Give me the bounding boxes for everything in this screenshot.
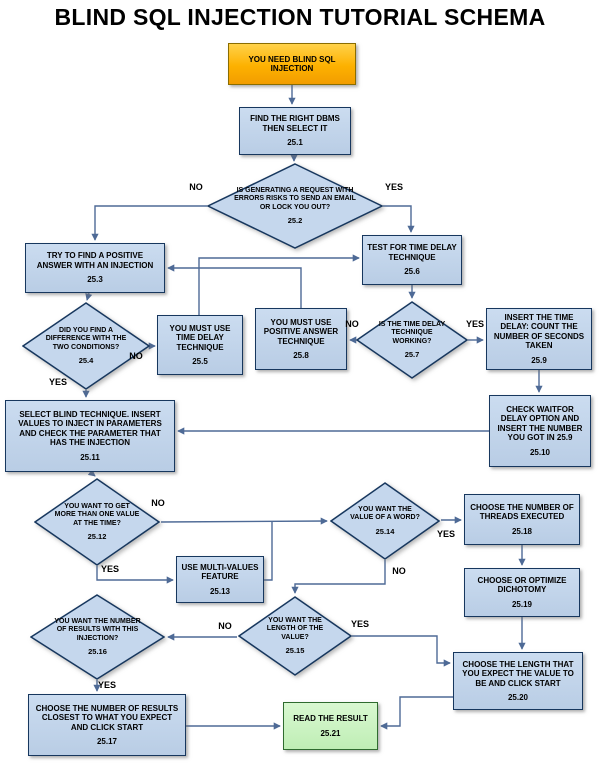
process-25-20: CHOOSE THE LENGTH THAT YOU EXPECT THE VA… <box>453 652 583 710</box>
edge-label-25-2-no: NO <box>189 182 203 192</box>
node-number: 25.16 <box>88 647 107 657</box>
edge-25-2-yes-to-25-6 <box>383 205 415 233</box>
edge-25-12-no-to-25-14 <box>160 517 328 525</box>
diamond-shape <box>207 163 383 249</box>
edge-25-20-to-25-21 <box>380 696 453 730</box>
node-label: YOU NEED BLIND SQL INJECTION <box>248 54 336 73</box>
node-number: 25.12 <box>87 532 107 542</box>
diamond-shape <box>330 482 440 560</box>
node-number: 25.20 <box>507 692 529 702</box>
node-label: IS GENERATING A REQUEST WITH ERRORS RISK… <box>234 186 356 211</box>
edge-label-25-7-yes: YES <box>465 319 485 329</box>
edge-label-25-16-yes: YES <box>97 680 117 690</box>
node-label: CHOOSE THE NUMBER OF RESULTS CLOSEST TO … <box>35 703 179 732</box>
process-25-10: CHECK WAITFOR DELAY OPTION AND INSERT TH… <box>489 395 591 467</box>
edge-label-25-12-no: NO <box>151 498 165 508</box>
node-label: CHECK WAITFOR DELAY OPTION AND INSERT TH… <box>497 404 583 443</box>
end-node: READ THE RESULT 25.21 <box>283 702 378 750</box>
node-label: YOU MUST USE TIME DELAY TECHNIQUE <box>169 323 231 352</box>
diamond-shape <box>34 478 160 566</box>
node-number: 25.1 <box>287 138 303 148</box>
node-number: 25.17 <box>96 736 118 746</box>
edge-label-25-12-yes: YES <box>100 564 120 574</box>
edge-label-25-7-no: NO <box>345 319 359 329</box>
decision-25-15: YOU WANT THE LENGTH OF THE VALUE? 25.15 <box>238 596 352 676</box>
edge-label-25-4-yes: YES <box>48 377 68 387</box>
node-label: SELECT BLIND TECHNIQUE. INSERT VALUES TO… <box>18 409 162 448</box>
edge-25-2-no-to-25-3 <box>91 205 207 241</box>
node-number: 25.5 <box>192 356 208 366</box>
edge-25-5-to-25-6 <box>198 254 360 315</box>
node-label: TRY TO FIND A POSITIVE ANSWER WITH AN IN… <box>36 251 154 270</box>
decision-25-16: YOU WANT THE NUMBER OF RESULTS WITH THIS… <box>30 594 165 680</box>
diamond-shape <box>238 596 352 676</box>
diamond-shape <box>30 594 165 680</box>
node-number: 25.2 <box>287 216 303 226</box>
process-25-17: CHOOSE THE NUMBER OF RESULTS CLOSEST TO … <box>28 694 186 756</box>
node-number: 25.15 <box>285 646 305 656</box>
process-25-6: TEST FOR TIME DELAY TECHNIQUE 25.6 <box>362 235 462 285</box>
node-number: 25.18 <box>511 526 533 536</box>
node-number: 25.9 <box>531 355 547 365</box>
node-number: 25.11 <box>80 452 100 462</box>
node-number: 25.3 <box>87 275 103 285</box>
node-number: 25.4 <box>78 356 94 366</box>
process-25-18: CHOOSE THE NUMBER OF THREADS EXECUTED 25… <box>464 494 580 545</box>
edge-label-25-14-yes: YES <box>436 529 456 539</box>
node-number: 25.14 <box>375 526 395 536</box>
edge-25-15-yes-to-25-20 <box>352 635 451 667</box>
start-node: YOU NEED BLIND SQL INJECTION <box>228 43 356 85</box>
node-label: USE MULTI-VALUES FEATURE <box>181 562 259 582</box>
node-label: FIND THE RIGHT DBMS THEN SELECT IT <box>250 114 340 133</box>
decision-25-14: YOU WANT THE VALUE OF A WORD? 25.14 <box>330 482 440 560</box>
edge-25-11-to-25-12 <box>87 469 96 477</box>
node-number: 25.13 <box>209 586 231 596</box>
process-25-13: USE MULTI-VALUES FEATURE 25.13 <box>176 556 264 603</box>
node-label: CHOOSE THE NUMBER OF THREADS EXECUTED <box>470 502 574 522</box>
process-25-3: TRY TO FIND A POSITIVE ANSWER WITH AN IN… <box>25 243 165 293</box>
edge-label-25-15-yes: YES <box>350 619 370 629</box>
decision-25-12: YOU WANT TO GET MORE THAN ONE VALUE AT T… <box>34 478 160 566</box>
edge-label-25-15-no: NO <box>218 621 232 631</box>
edge-label-25-4-no: NO <box>129 351 143 361</box>
edge-25-3-to-25-4 <box>85 292 93 301</box>
decision-25-7: IS THE TIME DELAY TECHNIQUE WORKING? 25.… <box>356 301 468 379</box>
edge-label-25-2-yes: YES <box>384 182 404 192</box>
process-25-11: SELECT BLIND TECHNIQUE. INSERT VALUES TO… <box>5 400 175 472</box>
node-label: READ THE RESULT <box>293 714 368 724</box>
node-label: DID YOU FIND A DIFFERENCE WITH THE TWO C… <box>45 326 127 351</box>
process-25-5: YOU MUST USE TIME DELAY TECHNIQUE 25.5 <box>157 315 243 375</box>
node-number: 25.7 <box>404 350 420 360</box>
process-25-8: YOU MUST USE POSITIVE ANSWER TECHNIQUE 2… <box>255 308 347 370</box>
edge-25-8-to-25-3 <box>167 264 302 308</box>
diagram-title: BLIND SQL INJECTION TUTORIAL SCHEMA <box>54 4 546 30</box>
process-25-9: INSERT THE TIME DELAY: COUNT THE NUMBER … <box>486 308 592 370</box>
process-25-19: CHOOSE OR OPTIMIZE DICHOTOMY 25.19 <box>464 568 580 617</box>
diamond-shape <box>22 302 150 390</box>
edge-25-14-no-to-25-15 <box>291 560 386 594</box>
edge-25-13-to-25-14 <box>264 522 273 581</box>
node-number: 25.8 <box>293 350 309 360</box>
node-number: 25.21 <box>320 728 341 738</box>
node-number: 25.10 <box>529 447 551 457</box>
node-label: YOU WANT THE LENGTH OF THE VALUE? <box>266 616 324 641</box>
node-number: 25.19 <box>511 599 533 609</box>
node-label: INSERT THE TIME DELAY: COUNT THE NUMBER … <box>493 312 585 351</box>
decision-25-4: DID YOU FIND A DIFFERENCE WITH THE TWO C… <box>22 302 150 390</box>
edge-25-12-yes-to-25-13 <box>96 566 174 584</box>
node-label: CHOOSE THE LENGTH THAT YOU EXPECT THE VA… <box>462 659 574 688</box>
edge-label-25-14-no: NO <box>392 566 406 576</box>
node-label: YOU WANT TO GET MORE THAN ONE VALUE AT T… <box>54 502 140 527</box>
decision-25-2: IS GENERATING A REQUEST WITH ERRORS RISK… <box>207 163 383 249</box>
node-label: YOU WANT THE VALUE OF A WORD? <box>350 505 420 522</box>
node-label: TEST FOR TIME DELAY TECHNIQUE <box>367 243 457 262</box>
node-label: CHOOSE OR OPTIMIZE DICHOTOMY <box>477 575 567 595</box>
node-number: 25.6 <box>404 267 420 277</box>
node-label: YOU MUST USE POSITIVE ANSWER TECHNIQUE <box>263 317 339 346</box>
node-label: IS THE TIME DELAY TECHNIQUE WORKING? <box>378 320 446 345</box>
node-label: YOU WANT THE NUMBER OF RESULTS WITH THIS… <box>54 617 141 642</box>
process-25-1: FIND THE RIGHT DBMS THEN SELECT IT 25.1 <box>239 107 351 155</box>
diamond-shape <box>356 301 468 379</box>
